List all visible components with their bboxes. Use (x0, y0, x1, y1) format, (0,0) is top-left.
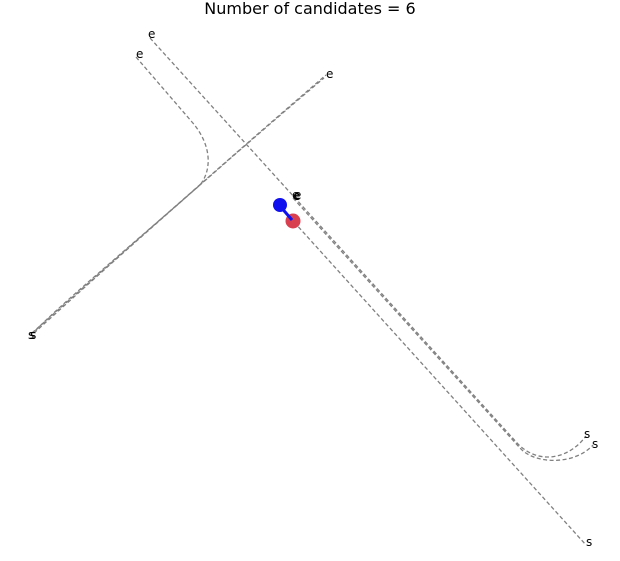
lane-2-end-label: e (136, 47, 143, 61)
lane-6-path (293, 221, 587, 546)
lane-3-end-label: e (148, 27, 155, 41)
lane-5-end-label: e (293, 189, 300, 203)
lane-3-start-label: s (584, 427, 590, 441)
lane-1-end-label: e (326, 67, 333, 81)
lane-4-start-label: s (592, 437, 598, 451)
agent-group (273, 198, 301, 229)
lane-4-path (149, 37, 587, 458)
lane-3-path (32, 56, 209, 334)
agent-position-marker (273, 198, 287, 212)
lane-group (31, 37, 594, 546)
lane-2-start-label: s (30, 328, 36, 342)
lane-5-path (292, 197, 594, 462)
lane-4-end-label: e (292, 188, 299, 202)
lane-5-start-label: s (586, 535, 592, 549)
figure-title: Number of candidates = 6 (204, 0, 415, 18)
lane-2-path (33, 77, 325, 334)
endpoint-labels: s e s e s e s e s e s e (28, 27, 598, 549)
lane-6-start-label: s (30, 328, 36, 342)
lane-6-end-label: e (294, 188, 301, 202)
lane-1-start-label: s (28, 328, 34, 342)
